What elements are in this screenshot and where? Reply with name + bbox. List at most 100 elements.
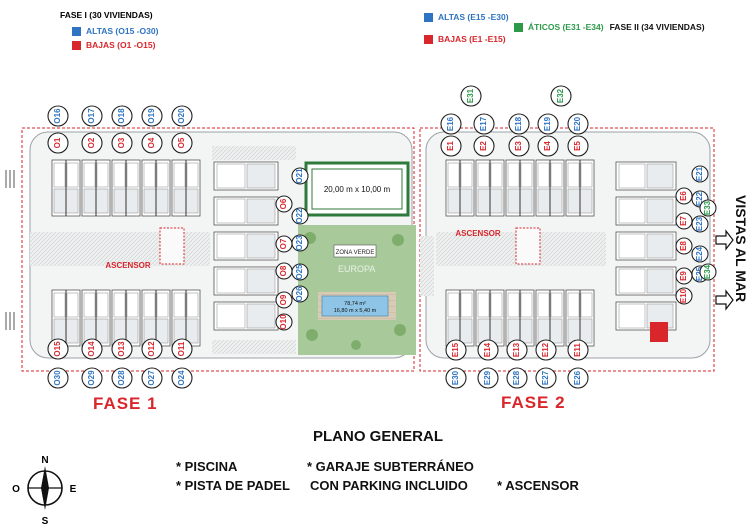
unit-marker: E21 xyxy=(691,165,709,183)
unit-marker-label: O24 xyxy=(177,370,186,386)
walkway xyxy=(420,236,434,296)
housing-unit-block xyxy=(615,161,677,191)
unit-marker: O18 xyxy=(111,105,133,127)
tree xyxy=(394,324,406,336)
unit-marker-label: O29 xyxy=(87,370,96,386)
housing-unit-block xyxy=(535,289,565,347)
housing-unit-block xyxy=(615,266,677,296)
unit-marker-label: E34 xyxy=(703,264,712,279)
unit-marker: O21 xyxy=(291,167,309,185)
unit-marker: O5 xyxy=(171,132,193,154)
unit-marker-label: O3 xyxy=(117,137,126,148)
unit-marker: O22 xyxy=(291,207,309,225)
blue-swatch xyxy=(424,12,433,22)
unit-marker: E3 xyxy=(508,135,530,157)
unit-marker: E23 xyxy=(691,215,709,233)
unit-marker-label: O25 xyxy=(295,264,304,280)
housing-unit-block xyxy=(213,196,279,226)
unit-marker: O16 xyxy=(47,105,69,127)
amenity-garage-2: CON PARKING INCLUIDO xyxy=(310,478,468,493)
unit-marker: E19 xyxy=(537,113,559,135)
housing-unit-block xyxy=(141,159,171,217)
unit-marker: E12 xyxy=(535,339,557,361)
unit-marker: O9 xyxy=(275,291,293,309)
housing-unit-block xyxy=(213,266,279,296)
unit-marker-label: E14 xyxy=(483,342,492,357)
unit-marker-label: E30 xyxy=(451,370,460,385)
unit-marker: E18 xyxy=(508,113,530,135)
unit-marker-label: O18 xyxy=(117,108,126,124)
unit-marker-label: E1 xyxy=(446,141,455,151)
pool-area: 78,74 m² xyxy=(344,301,366,307)
compass-s: S xyxy=(42,516,49,527)
tree xyxy=(351,340,361,350)
unit-marker: E2 xyxy=(473,135,495,157)
unit-marker-label: E28 xyxy=(512,370,521,385)
unit-marker: O13 xyxy=(111,338,133,360)
unit-marker: E9 xyxy=(675,267,693,285)
unit-marker-label: O22 xyxy=(295,208,304,224)
phase1-boundary xyxy=(21,127,415,372)
unit-marker-label: O11 xyxy=(177,341,186,356)
housing-unit-block xyxy=(445,159,475,217)
watermark: EUROPA xyxy=(338,264,375,274)
unit-marker: O20 xyxy=(171,105,193,127)
unit-marker-label: E21 xyxy=(695,166,704,181)
unit-marker-label: E19 xyxy=(543,116,552,131)
unit-marker-label: O27 xyxy=(147,370,156,386)
unit-marker: E29 xyxy=(477,367,499,389)
blue-swatch xyxy=(72,26,81,36)
unit-marker: E26 xyxy=(567,367,589,389)
unit-marker: E14 xyxy=(477,339,499,361)
unit-marker-label: O4 xyxy=(147,137,156,148)
amenity-garage: * GARAJE SUBTERRÁNEO xyxy=(307,459,474,474)
elevator-label-phase1: ASCENSOR xyxy=(105,261,151,270)
unit-marker-label: E31 xyxy=(466,88,475,103)
walkway xyxy=(212,146,296,160)
housing-unit-block xyxy=(171,289,201,347)
unit-marker: O30 xyxy=(47,367,69,389)
unit-marker-label: E7 xyxy=(679,216,688,226)
unit-marker: O26 xyxy=(291,285,309,303)
unit-marker: O6 xyxy=(275,195,293,213)
unit-marker: E4 xyxy=(537,135,559,157)
elevator-label-phase2: ASCENSOR xyxy=(455,229,501,238)
housing-unit-block xyxy=(445,289,475,347)
housing-unit-block xyxy=(615,231,677,261)
unit-marker-label: O10 xyxy=(279,314,288,330)
unit-marker: O23 xyxy=(291,234,309,252)
unit-marker-label: E27 xyxy=(541,370,550,385)
unit-marker-label: E26 xyxy=(573,370,582,385)
unit-marker-label: E32 xyxy=(556,88,565,103)
pool xyxy=(321,295,389,317)
court-label: 20,00 m x 10,00 m xyxy=(324,185,391,194)
unit-marker: E6 xyxy=(675,187,693,205)
unit-marker: E20 xyxy=(567,113,589,135)
elevator-box xyxy=(515,227,541,265)
unit-marker-label: E6 xyxy=(679,191,688,201)
legend-phase1: FASE I (30 VIVIENDAS) ALTAS (O15 -O30) B… xyxy=(60,10,158,52)
unit-marker: E17 xyxy=(473,113,495,135)
unit-marker-label: E20 xyxy=(573,116,582,131)
housing-unit-block xyxy=(51,289,81,347)
unit-marker: O4 xyxy=(141,132,163,154)
phase2-blocks xyxy=(445,159,677,347)
unit-marker: E34 xyxy=(699,263,717,281)
unit-marker: O17 xyxy=(81,105,103,127)
amenity-pool: * PISCINA xyxy=(176,459,238,474)
unit-marker-label: E18 xyxy=(514,116,523,131)
red-swatch xyxy=(424,34,433,44)
unit-marker: E7 xyxy=(675,212,693,230)
unit-marker-label: E33 xyxy=(703,200,712,215)
unit-marker-label: O21 xyxy=(295,168,304,184)
unit-marker-label: O9 xyxy=(279,294,288,305)
legend-item-label: BAJAS (O1 -O15) xyxy=(86,40,156,50)
compass-icon xyxy=(27,466,63,510)
unit-marker-label: O23 xyxy=(295,235,304,251)
red-swatch xyxy=(72,40,81,50)
unit-marker-label: E5 xyxy=(573,141,582,151)
compass-e: E xyxy=(70,484,77,495)
housing-unit-block xyxy=(565,159,595,217)
sea-view-label: VISTAS AL MAR xyxy=(733,195,749,302)
